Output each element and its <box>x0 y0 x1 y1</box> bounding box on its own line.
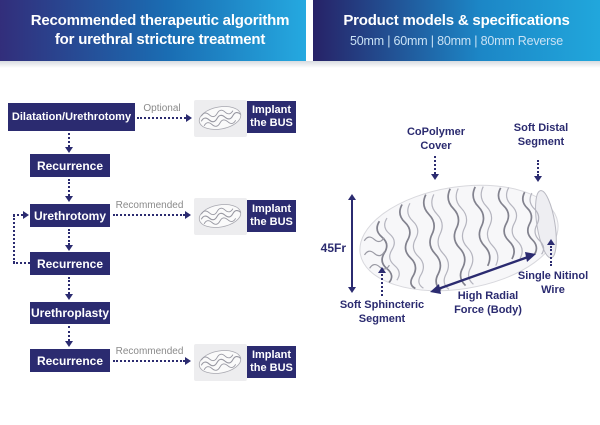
arrowhead-down-5-icon <box>65 341 73 347</box>
feedback-loop-bottom <box>13 262 30 264</box>
pointer-copolymer <box>434 156 436 174</box>
feedback-loop-top <box>13 214 23 216</box>
pointer-nitinol <box>550 246 552 266</box>
size-arrow-top-icon <box>348 194 356 200</box>
connector-down-4 <box>68 277 70 294</box>
label-radial-line1: High Radial <box>457 290 519 302</box>
branch-arrowhead-3-icon <box>185 357 191 365</box>
branch-line-3 <box>113 360 185 362</box>
label-sphincteric-line2: Segment <box>358 312 406 325</box>
implant-label-line2: the BUS <box>250 362 293 374</box>
stent-thumbnail-1 <box>194 100 247 137</box>
product-header-banner: Product models & specifications 50mm | 6… <box>313 0 600 61</box>
implant-label-line1: Implant <box>251 103 292 116</box>
implant-bus-box-3: Implant the BUS <box>247 346 296 378</box>
label-copolymer-line1: CoPolymer <box>406 126 466 138</box>
arrowhead-down-4-icon <box>65 294 73 300</box>
arrowhead-down-3-icon <box>65 245 73 251</box>
arrowhead-down-1-icon <box>65 147 73 153</box>
pointer-sphincteric <box>381 274 383 296</box>
algorithm-title-line1: Recommended therapeutic algorithm <box>30 11 290 29</box>
label-nitinol-line1: Single Nitinol <box>517 270 589 282</box>
pointer-sphincteric-arrowhead-icon <box>378 267 386 273</box>
implant-label-line1: Implant <box>251 348 292 361</box>
stent-thumbnail-3 <box>194 344 247 381</box>
branch-line-1 <box>137 117 186 119</box>
label-nitinol-line2: Wire <box>541 283 565 296</box>
label-distal-line1: Soft Distal <box>513 122 569 134</box>
implant-bus-box-2: Implant the BUS <box>247 200 296 232</box>
node-recurrence-3: Recurrence <box>30 349 110 372</box>
node-dilatation-urethrotomy: Dilatation/Urethrotomy <box>8 103 135 131</box>
label-copolymer-line2: Cover <box>420 139 452 152</box>
pointer-nitinol-arrowhead-icon <box>547 239 555 245</box>
arrowhead-down-2-icon <box>65 196 73 202</box>
branch-label-recommended-2: Recommended <box>115 346 184 357</box>
feedback-loop-vertical <box>13 215 15 263</box>
pointer-copolymer-arrowhead-icon <box>431 174 439 180</box>
label-45fr: 45Fr <box>320 241 346 255</box>
size-arrow-bottom-icon <box>348 287 356 293</box>
algorithm-title-line2: for urethral stricture treatment <box>54 30 266 48</box>
connector-down-5 <box>68 326 70 341</box>
radial-force-arrow <box>430 252 536 294</box>
branch-label-optional: Optional <box>143 103 181 114</box>
size-arrow-line <box>351 199 353 288</box>
connector-down-1 <box>68 133 70 147</box>
label-copolymer-cover: CoPolymer Cover <box>400 126 472 154</box>
pointer-distal-arrowhead-icon <box>534 176 542 182</box>
label-distal-line2: Segment <box>517 135 565 148</box>
label-soft-sphincteric-segment: Soft Sphincteric Segment <box>336 299 428 327</box>
node-recurrence-1: Recurrence <box>30 154 110 177</box>
product-models-subtitle: 50mm | 60mm | 80mm | 80mm Reverse <box>350 33 563 48</box>
branch-label-recommended-1: Recommended <box>115 200 184 211</box>
connector-down-3 <box>68 229 70 245</box>
implant-bus-box-1: Implant the BUS <box>247 101 296 133</box>
node-recurrence-2: Recurrence <box>30 252 110 275</box>
stent-thumbnail-2 <box>194 198 247 235</box>
label-high-radial-force: High Radial Force (Body) <box>444 290 532 318</box>
connector-down-2 <box>68 179 70 196</box>
branch-arrowhead-2-icon <box>185 211 191 219</box>
implant-label-line2: the BUS <box>250 117 293 129</box>
header-shadow <box>0 61 600 68</box>
label-sphincteric-line1: Soft Sphincteric <box>339 299 425 311</box>
implant-label-line1: Implant <box>251 202 292 215</box>
pointer-distal <box>537 160 539 176</box>
feedback-arrowhead-icon <box>23 211 29 219</box>
implant-label-line2: the BUS <box>250 216 293 228</box>
algorithm-header-banner: Recommended therapeutic algorithm for ur… <box>0 0 306 61</box>
node-urethroplasty: Urethroplasty <box>30 302 110 324</box>
branch-line-2 <box>113 214 185 216</box>
node-urethrotomy: Urethrotomy <box>30 204 110 227</box>
label-radial-line2: Force (Body) <box>454 303 522 316</box>
product-title: Product models & specifications <box>343 12 570 29</box>
label-single-nitinol-wire: Single Nitinol Wire <box>516 270 590 298</box>
branch-arrowhead-1-icon <box>186 114 192 122</box>
label-soft-distal-segment: Soft Distal Segment <box>506 122 576 150</box>
